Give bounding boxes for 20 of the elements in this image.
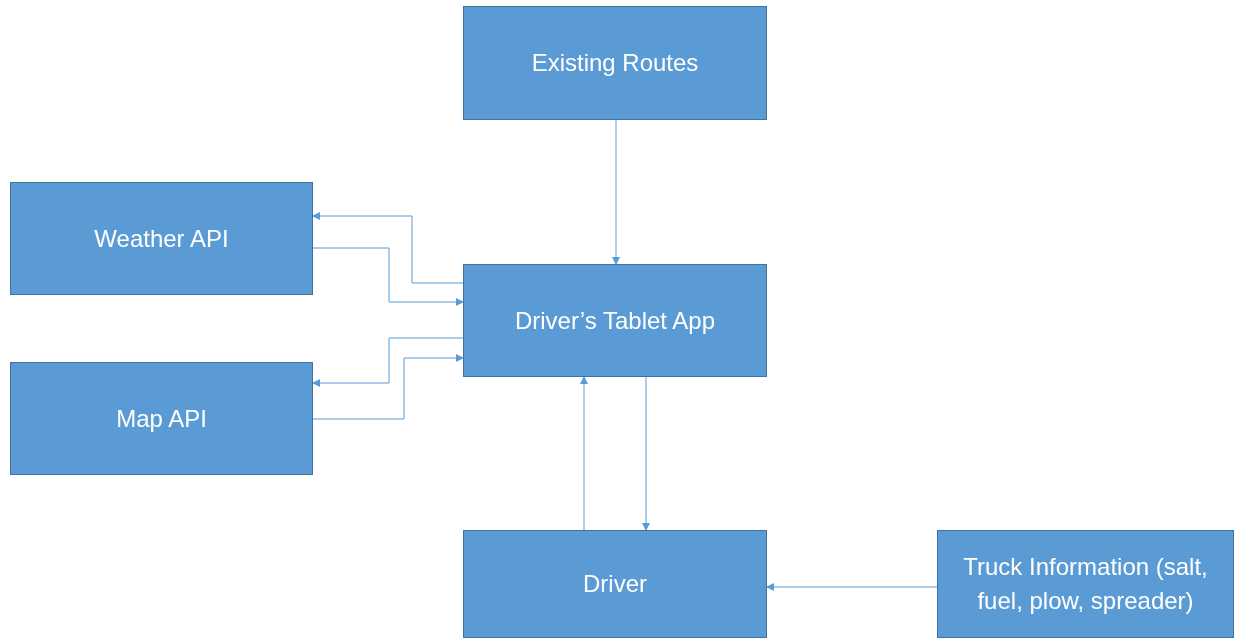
arrow [312, 212, 464, 284]
process-box [463, 264, 767, 377]
process-box [937, 530, 1234, 638]
box-label: Weather API [94, 223, 229, 254]
arrow [580, 376, 588, 531]
arrow [312, 247, 464, 306]
arrow [766, 583, 938, 591]
process-box [10, 182, 313, 295]
box-label: Map API [116, 403, 207, 434]
arrow [642, 376, 650, 531]
box-label: Driver’s Tablet App [514, 305, 716, 336]
arrow [312, 337, 464, 387]
process-box [10, 362, 313, 475]
box-label: Driver [583, 569, 647, 599]
box-label: Truck Information (salt, fuel, plow, spreader) [962, 552, 1209, 616]
process-box [463, 530, 767, 638]
arrow [612, 119, 620, 265]
process-box [463, 6, 767, 120]
arrow [312, 354, 464, 420]
box-label: Existing Routes [531, 48, 699, 78]
